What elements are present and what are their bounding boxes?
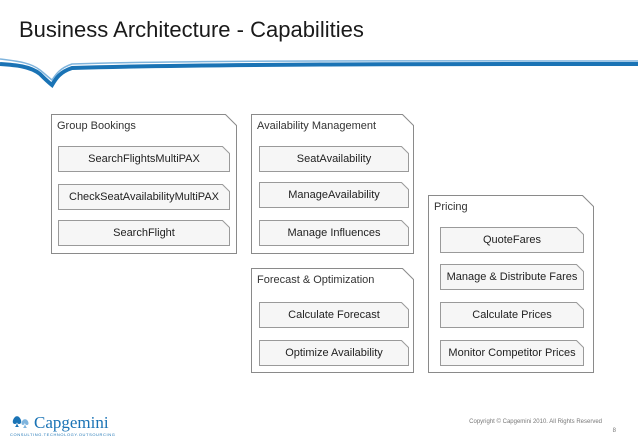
group-label: Group Bookings — [57, 120, 136, 132]
group-forecast-optimization: Forecast & Optimization Calculate Foreca… — [251, 268, 414, 373]
folded-corner-icon — [582, 195, 594, 207]
folded-corner-icon — [225, 114, 237, 126]
folded-corner-icon — [401, 146, 409, 154]
capability-calculate-forecast[interactable]: Calculate Forecast — [259, 302, 409, 328]
capability-label: Calculate Forecast — [288, 309, 380, 321]
capability-label: SearchFlight — [113, 227, 175, 239]
capability-label: SeatAvailability — [296, 153, 372, 165]
copyright-notice: Copyright © Capgemini 2010. All Rights R… — [469, 419, 602, 425]
capability-quote-fares[interactable]: QuoteFares — [440, 227, 584, 253]
group-bookings: Group Bookings SearchFlightsMultiPAX Che… — [51, 114, 237, 254]
brand-tagline: CONSULTING.TECHNOLOGY.OUTSOURCING — [10, 432, 116, 437]
capability-label: Optimize Availability — [285, 347, 383, 359]
capability-label: SearchFlightsMultiPAX — [88, 153, 200, 165]
page-title: Business Architecture - Capabilities — [19, 17, 364, 42]
folded-corner-icon — [576, 227, 584, 235]
folded-corner-icon — [401, 182, 409, 190]
folded-corner-icon — [222, 146, 230, 154]
capability-search-flight[interactable]: SearchFlight — [58, 220, 230, 246]
group-pricing: Pricing QuoteFares Manage & Distribute F… — [428, 195, 594, 373]
capability-manage-influences[interactable]: Manage Influences — [259, 220, 409, 246]
capability-calculate-prices[interactable]: Calculate Prices — [440, 302, 584, 328]
capability-label: Monitor Competitor Prices — [448, 347, 576, 359]
folded-corner-icon — [576, 302, 584, 310]
brand-name: Capgemini — [34, 413, 109, 432]
capability-check-seat-availability-multipax[interactable]: CheckSeatAvailabilityMultiPAX — [58, 184, 230, 210]
folded-corner-icon — [402, 268, 414, 280]
capability-label: Calculate Prices — [472, 309, 552, 321]
capgemini-logo: Capgemini — [12, 413, 109, 433]
folded-corner-icon — [402, 114, 414, 126]
folded-corner-icon — [401, 302, 409, 310]
capability-label: CheckSeatAvailabilityMultiPAX — [69, 191, 219, 203]
capgemini-spades-icon — [12, 416, 29, 428]
header-wave-divider — [0, 58, 638, 88]
group-label: Forecast & Optimization — [257, 274, 375, 286]
capability-seat-availability[interactable]: SeatAvailability — [259, 146, 409, 172]
capability-label: ManageAvailability — [288, 189, 380, 201]
folded-corner-icon — [576, 264, 584, 272]
folded-corner-icon — [222, 220, 230, 228]
folded-corner-icon — [401, 340, 409, 348]
folded-corner-icon — [222, 184, 230, 192]
capability-manage-distribute-fares[interactable]: Manage & Distribute Fares — [440, 264, 584, 290]
group-availability-management: Availability Management SeatAvailability… — [251, 114, 414, 254]
capability-search-flights-multipax[interactable]: SearchFlightsMultiPAX — [58, 146, 230, 172]
capability-manage-availability[interactable]: ManageAvailability — [259, 182, 409, 208]
group-label: Availability Management — [257, 120, 377, 132]
folded-corner-icon — [576, 340, 584, 348]
folded-corner-icon — [401, 220, 409, 228]
capability-label: Manage & Distribute Fares — [446, 271, 578, 283]
capability-label: Manage Influences — [287, 227, 381, 239]
page-number: 8 — [612, 428, 616, 434]
capability-monitor-competitor-prices[interactable]: Monitor Competitor Prices — [440, 340, 584, 366]
group-label: Pricing — [434, 201, 468, 213]
capability-label: QuoteFares — [482, 234, 542, 246]
capability-optimize-availability[interactable]: Optimize Availability — [259, 340, 409, 366]
